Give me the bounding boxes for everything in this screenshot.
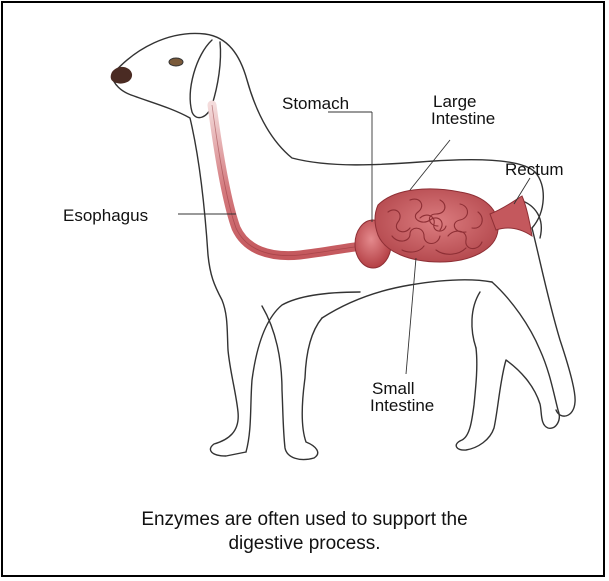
eye-icon	[169, 58, 183, 66]
nose-icon	[111, 67, 132, 84]
esophagus-organ	[212, 105, 362, 256]
label-large-intestine-line2: Intestine	[431, 109, 495, 128]
label-esophagus: Esophagus	[63, 206, 148, 225]
label-stomach: Stomach	[282, 94, 349, 113]
label-small-intestine-line2: Intestine	[370, 396, 434, 415]
caption-line-2: digestive process.	[0, 532, 609, 556]
caption: Enzymes are often used to support the di…	[0, 508, 609, 556]
label-rectum: Rectum	[505, 160, 564, 179]
caption-line-1: Enzymes are often used to support the	[0, 508, 609, 532]
